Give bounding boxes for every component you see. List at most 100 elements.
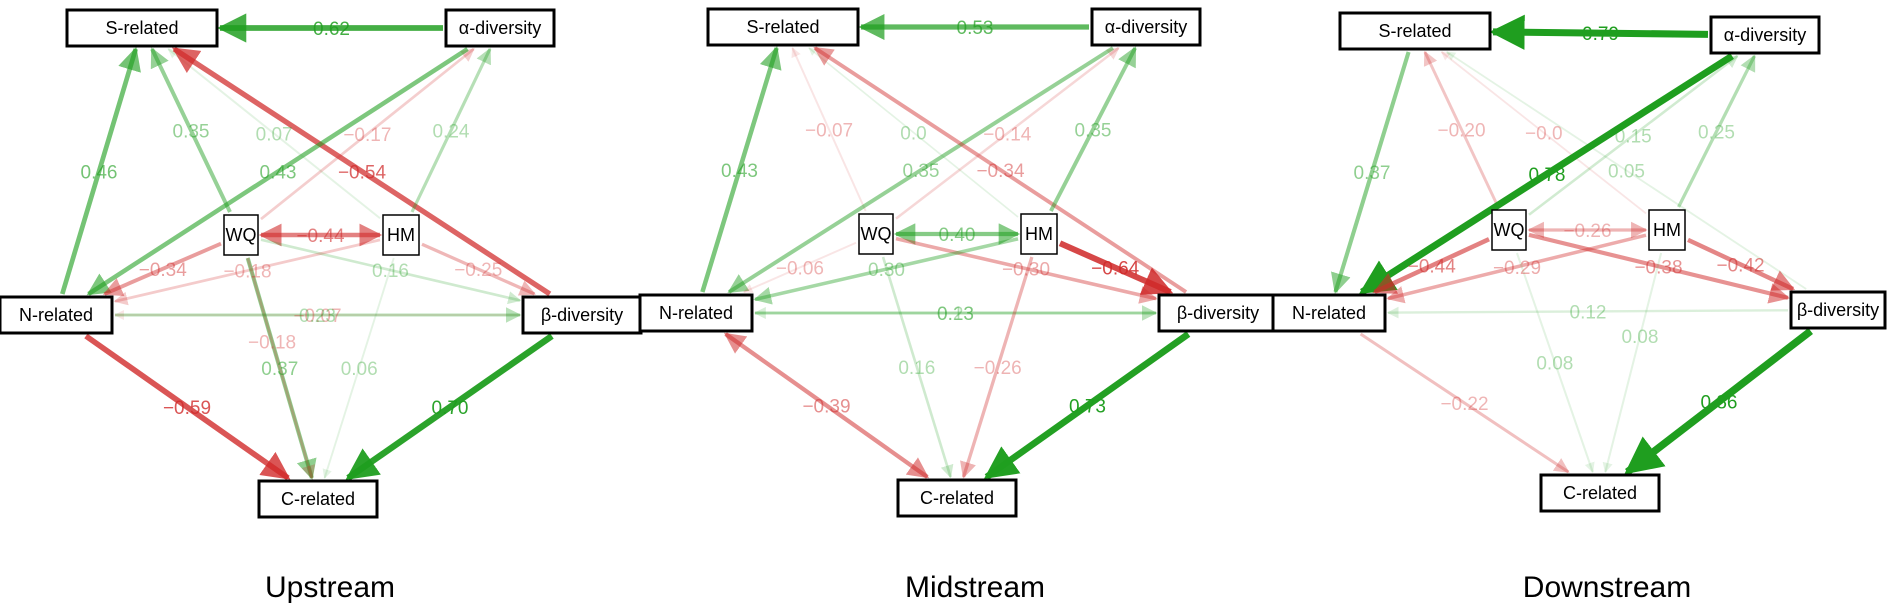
edge-label: −0.44 bbox=[296, 226, 345, 247]
edge-label: 0.08 bbox=[1536, 354, 1573, 375]
edge-label: −0.22 bbox=[1440, 394, 1488, 415]
node-hm: HM bbox=[1648, 209, 1686, 251]
edge-label: 0.37 bbox=[261, 359, 298, 380]
edge-label: −0.25 bbox=[454, 260, 502, 281]
node-n-related: N-related bbox=[638, 293, 754, 333]
edge-wq-to-s bbox=[150, 47, 232, 213]
node-diversity: β-diversity bbox=[1157, 293, 1279, 333]
edge-hm-to-c bbox=[322, 257, 395, 479]
edge-layer bbox=[60, 13, 554, 481]
node-box bbox=[1789, 290, 1887, 330]
node-box bbox=[1090, 7, 1202, 47]
node-box bbox=[1020, 213, 1058, 255]
edge-wq-to-s bbox=[791, 47, 867, 212]
node-s-related: S-related bbox=[65, 8, 219, 48]
edge-b-to-s bbox=[1446, 51, 1807, 290]
edge-label: 0.05 bbox=[1608, 162, 1645, 183]
node-box bbox=[223, 214, 259, 256]
edge-label: −0.26 bbox=[1563, 221, 1611, 242]
edge-label: −0.42 bbox=[1717, 255, 1765, 276]
edge-c-to-n bbox=[723, 332, 930, 479]
node-box bbox=[257, 479, 379, 519]
edge-hm-to-c bbox=[1602, 252, 1663, 473]
edge-label: 0.62 bbox=[313, 19, 350, 40]
edge-label: 0.78 bbox=[1529, 165, 1566, 186]
edge-label: 0.13 bbox=[937, 304, 974, 325]
node-box bbox=[1491, 209, 1527, 251]
edge-label: −0.38 bbox=[1634, 257, 1682, 278]
edge-label: 0.12 bbox=[1570, 302, 1607, 323]
edge-hm-to-a bbox=[410, 47, 492, 213]
edge-b-to-n bbox=[1386, 306, 1789, 319]
node-label: HM bbox=[387, 225, 415, 245]
node-diversity: α-diversity bbox=[1090, 7, 1202, 47]
edge-layer bbox=[1330, 14, 1813, 475]
edge-label: −0.18 bbox=[248, 333, 296, 354]
edge-b-to-c bbox=[983, 331, 1191, 480]
edge-wq-to-c bbox=[245, 257, 317, 480]
edge-wq-to-b bbox=[260, 238, 522, 305]
node-box bbox=[1338, 11, 1492, 51]
edge-wq-to-a bbox=[260, 47, 475, 221]
edge-label: −0.26 bbox=[974, 358, 1022, 379]
node-s-related: S-related bbox=[1338, 11, 1492, 51]
node-diversity: β-diversity bbox=[521, 295, 643, 335]
node-box bbox=[1648, 209, 1686, 251]
node-box bbox=[858, 213, 894, 255]
edge-label: 0.35 bbox=[173, 122, 210, 143]
edge-label: −0.07 bbox=[293, 306, 341, 327]
node-label: α-diversity bbox=[1105, 17, 1187, 37]
node-wq: WQ bbox=[223, 214, 259, 256]
edge-hm-to-n bbox=[113, 238, 381, 306]
edge-s-to-n bbox=[1330, 51, 1411, 294]
node-c-related: C-related bbox=[896, 478, 1018, 518]
edge-b-to-s bbox=[813, 46, 1188, 294]
edge-label: 0.40 bbox=[939, 225, 976, 246]
edge-label: 0.0 bbox=[900, 124, 926, 145]
node-label: WQ bbox=[861, 224, 892, 244]
edge-hm-to-n bbox=[753, 237, 1019, 305]
edge-label: 0.07 bbox=[256, 125, 293, 146]
edge-label: −0.39 bbox=[802, 397, 850, 418]
node-n-related: N-related bbox=[1271, 293, 1387, 333]
edge-wq-to-b bbox=[895, 236, 1158, 304]
edge-label: 0.16 bbox=[372, 261, 409, 282]
edge-hm-to-b bbox=[421, 242, 536, 296]
node-box bbox=[0, 295, 114, 335]
node-box bbox=[65, 8, 219, 48]
edge-label: 0.70 bbox=[432, 398, 469, 419]
edge-wq-to-a bbox=[1528, 54, 1739, 216]
edge-label: −0.18 bbox=[223, 262, 271, 283]
node-box bbox=[706, 7, 860, 47]
edge-wq-to-c bbox=[246, 257, 316, 480]
edge-label: 0.23 bbox=[937, 304, 974, 325]
edge-label: −0.59 bbox=[163, 398, 211, 419]
edge-a-to-n bbox=[727, 46, 1115, 294]
node-wq: WQ bbox=[1491, 209, 1527, 251]
edge-label: −0.06 bbox=[776, 258, 824, 279]
edge-hm-to-s bbox=[1440, 51, 1647, 215]
edge-wq-to-a bbox=[895, 47, 1120, 220]
edge-n-to-c bbox=[1359, 332, 1570, 474]
edge-a-to-n bbox=[1359, 53, 1734, 295]
node-label: β-diversity bbox=[1797, 300, 1879, 320]
edge-label: 0.24 bbox=[432, 122, 469, 143]
panel-title: Downstream bbox=[1523, 571, 1691, 604]
node-label: α-diversity bbox=[1724, 25, 1806, 45]
edge-wq-to-b bbox=[1528, 232, 1791, 304]
node-label: β-diversity bbox=[1177, 303, 1259, 323]
edge-label: 0.25 bbox=[1698, 123, 1735, 144]
node-label: β-diversity bbox=[541, 305, 623, 325]
node-box bbox=[521, 295, 643, 335]
node-label: HM bbox=[1653, 220, 1681, 240]
edge-wq-to-c bbox=[1515, 252, 1595, 473]
edge-label: −0.07 bbox=[805, 121, 853, 142]
edge-layer bbox=[700, 13, 1191, 480]
node-c-related: C-related bbox=[1539, 473, 1661, 513]
node-n-related: N-related bbox=[0, 295, 114, 335]
